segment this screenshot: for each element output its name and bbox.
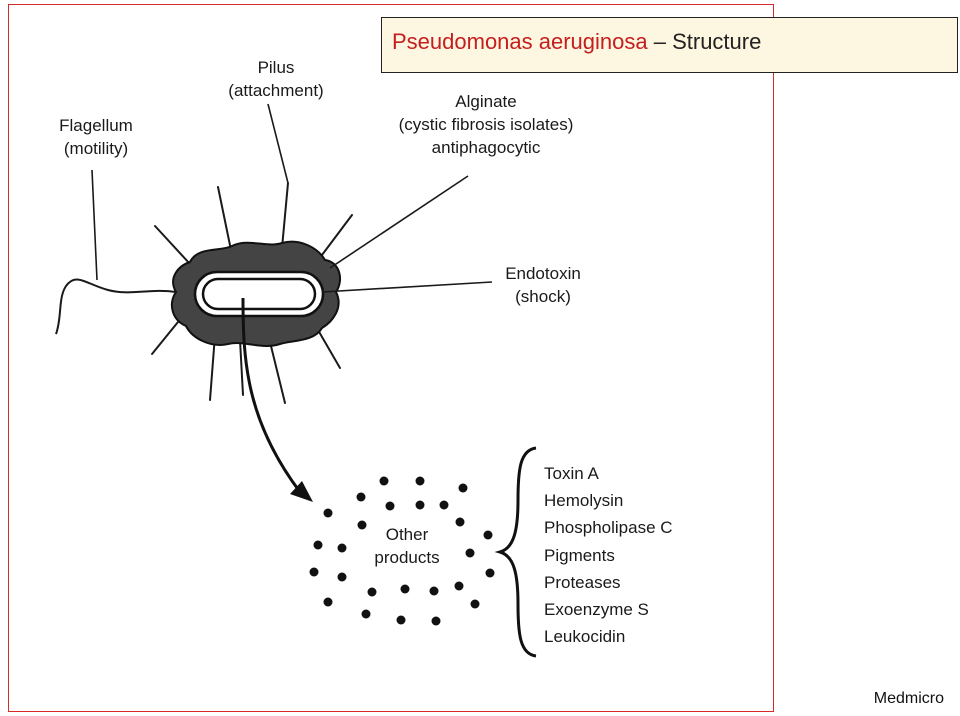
list-item: Exoenzyme S xyxy=(544,600,649,620)
other-products-label: Other products xyxy=(360,523,454,569)
alginate-role: antiphagocytic xyxy=(431,138,541,157)
product-dots xyxy=(309,476,495,626)
products-list: Toxin A Hemolysin Phospholipase C Pigmen… xyxy=(544,460,673,650)
source-credit: Medmicro xyxy=(873,690,944,707)
title-organism: Pseudomonas aeruginosa xyxy=(392,29,648,54)
flagellum-label: Flagellum (motility) xyxy=(40,114,152,160)
other-word: Other xyxy=(385,525,429,544)
products-word: products xyxy=(374,548,440,567)
endotoxin-name: Endotoxin xyxy=(505,264,581,283)
endotoxin-role: (shock) xyxy=(515,287,571,306)
pili xyxy=(151,182,353,404)
list-item: Proteases xyxy=(544,572,621,592)
figure-frame xyxy=(8,4,774,712)
secretion-arrow xyxy=(241,297,302,493)
inner-membrane xyxy=(201,277,317,311)
title-suffix: – Structure xyxy=(647,29,762,54)
alginate-label: Alginate (cystic fibrosis isolates) anti… xyxy=(366,90,606,159)
flagellum xyxy=(55,278,177,335)
flagellum-name: Flagellum xyxy=(59,116,133,135)
products-brace xyxy=(494,446,537,658)
pilus-name: Pilus xyxy=(257,58,295,77)
alginate-name: Alginate xyxy=(455,92,517,111)
arrow-head xyxy=(290,481,313,502)
list-item: Phospholipase C xyxy=(544,518,673,538)
pilus-role: (attachment) xyxy=(228,81,324,100)
list-item: Toxin A xyxy=(544,464,599,483)
endotoxin-label: Endotoxin (shock) xyxy=(486,262,600,308)
list-item: Hemolysin xyxy=(544,491,624,511)
list-item: Pigments xyxy=(544,545,615,565)
leader-lines xyxy=(91,103,493,293)
flagellum-role: (motility) xyxy=(63,139,129,158)
list-item: Leukocidin xyxy=(544,627,626,647)
title-box: Pseudomonas aeruginosa – Structure xyxy=(381,17,958,73)
pilus-label: Pilus (attachment) xyxy=(208,56,344,102)
alginate-context: (cystic fibrosis isolates) xyxy=(398,115,574,134)
